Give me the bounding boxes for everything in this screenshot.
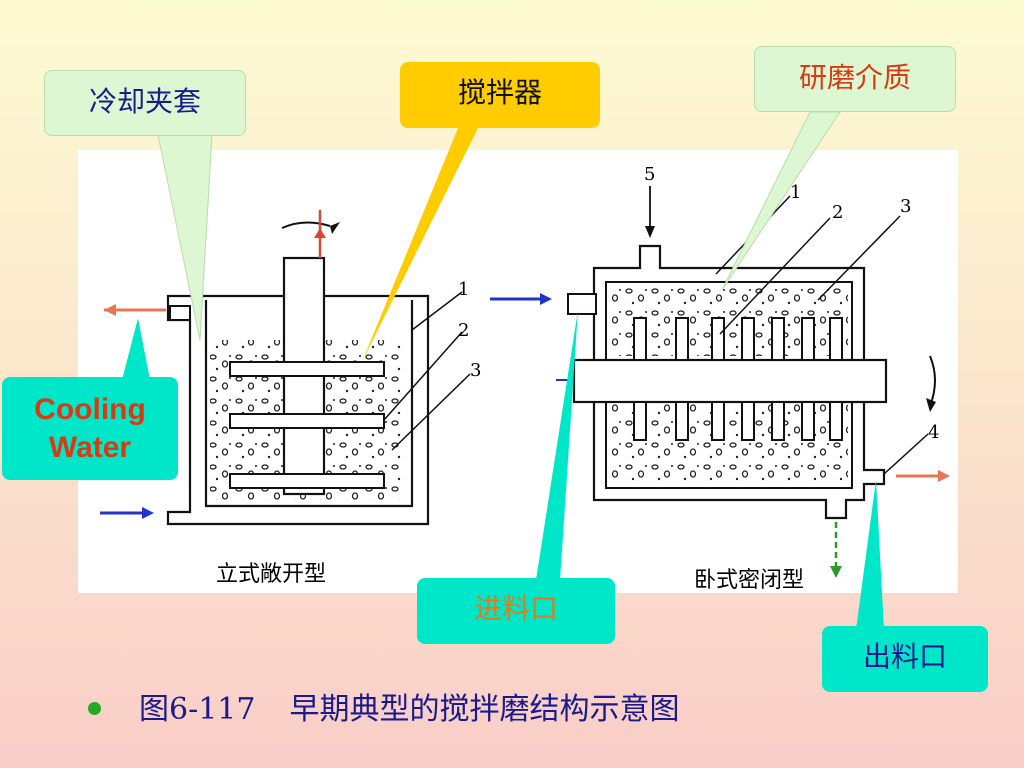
left-arm-middle xyxy=(229,413,385,429)
left-jacket-nozzle xyxy=(169,305,191,321)
vertical-mill xyxy=(100,210,471,526)
figure-number: 图6-117 xyxy=(139,692,256,727)
left-number-2: 2 xyxy=(458,320,470,341)
right-number-5: 5 xyxy=(644,164,656,185)
left-arm-top xyxy=(229,361,385,377)
left-vessel-outline xyxy=(204,300,414,508)
cooling-water-line1: Cooling xyxy=(34,393,146,426)
horizontal-mill xyxy=(490,186,950,578)
grinding-media-callout: 研磨介质 xyxy=(754,46,956,112)
figure-caption: 图6-117 早期典型的搅拌磨结构示意图 xyxy=(88,684,679,728)
right-number-3: 3 xyxy=(900,196,912,217)
left-number-3: 3 xyxy=(470,360,482,381)
right-number-1: 1 xyxy=(790,182,802,203)
agitator-callout: 搅拌器 xyxy=(400,62,600,128)
right-number-2: 2 xyxy=(832,202,844,223)
right-type-label: 卧式密闭型 xyxy=(694,568,805,593)
discharge-pointer xyxy=(856,480,884,630)
cooling-water-callout: Cooling Water xyxy=(2,377,178,480)
right-casing-outline xyxy=(592,244,886,520)
cooling-water-line2: Water xyxy=(48,431,132,464)
feed-inlet-callout: 进料口 xyxy=(417,578,615,644)
right-shaft xyxy=(572,358,888,404)
cooling-water-pointer xyxy=(122,318,150,380)
bullet-icon xyxy=(88,701,101,715)
discharge-outlet-callout: 出料口 xyxy=(822,626,988,692)
left-arm-bottom xyxy=(229,473,385,489)
grinding-media-pointer xyxy=(721,111,841,291)
left-type-label: 立式敞开型 xyxy=(216,562,327,587)
agitator-pointer xyxy=(362,128,478,362)
right-discs-bottom xyxy=(633,401,843,441)
figure-title: 早期典型的搅拌磨结构示意图 xyxy=(289,692,680,727)
right-number-4: 4 xyxy=(928,422,940,443)
left-number-1: 1 xyxy=(458,279,470,300)
cooling-jacket-callout: 冷却夹套 xyxy=(44,70,246,136)
right-inlet-nozzle xyxy=(567,293,597,315)
left-rotation-arrow xyxy=(281,221,331,229)
right-discs-top xyxy=(633,317,843,361)
feed-inlet-pointer xyxy=(536,310,578,580)
